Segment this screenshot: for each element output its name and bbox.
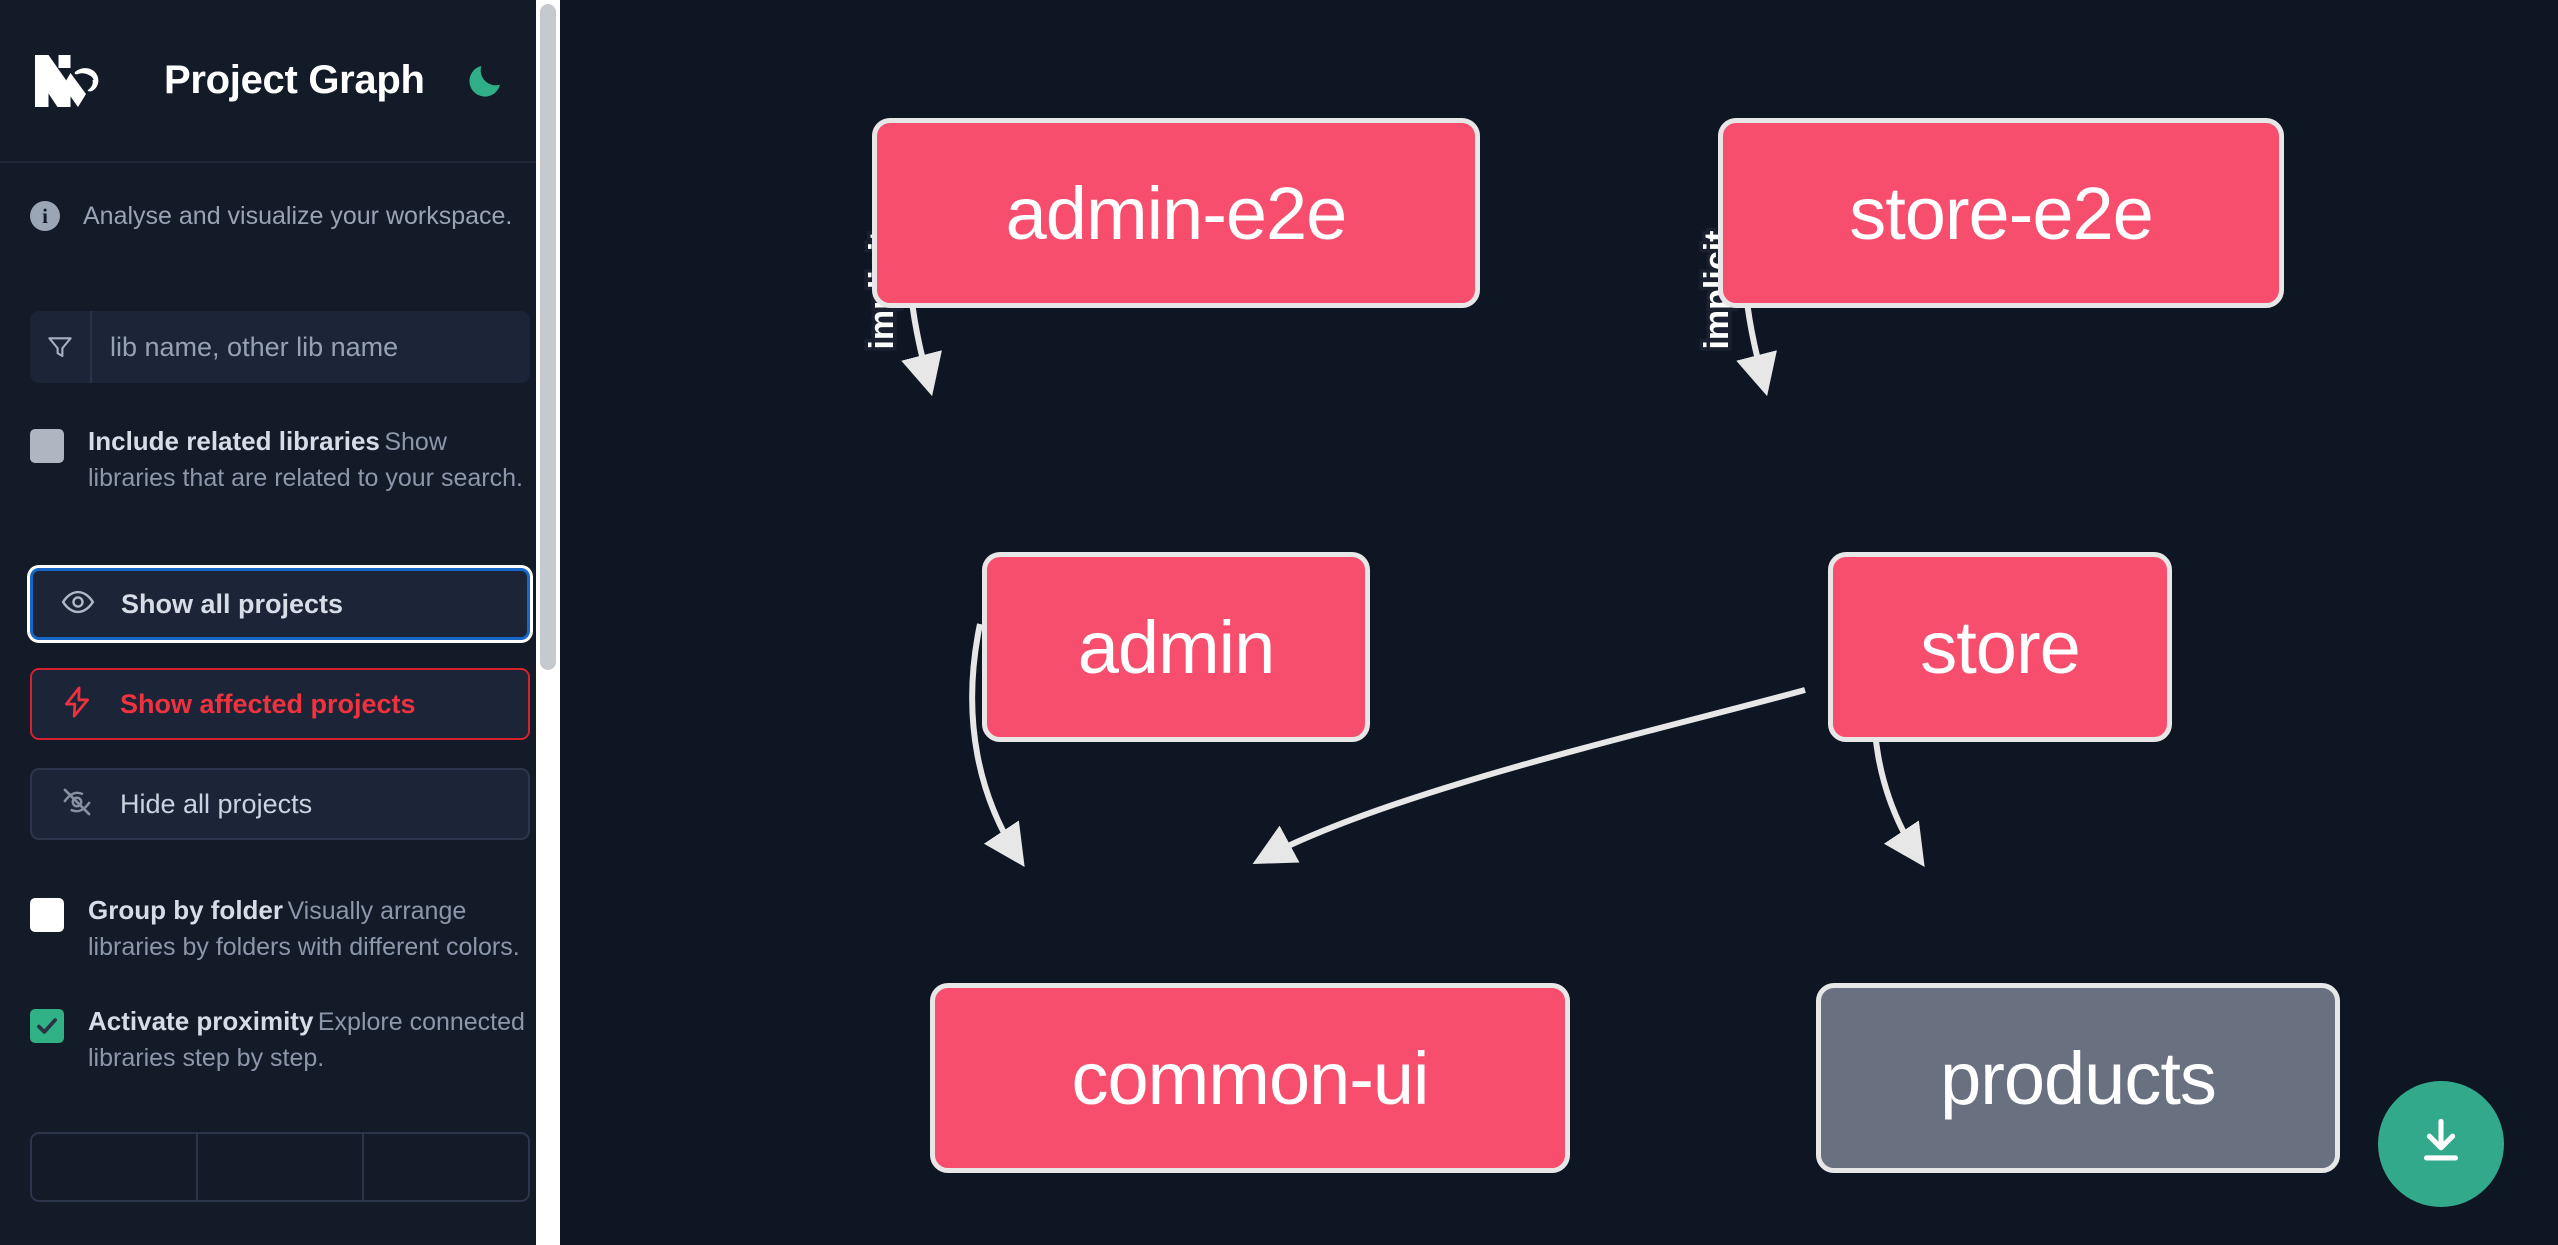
show-affected-projects-label: Show affected projects bbox=[120, 688, 416, 719]
lightning-icon bbox=[60, 685, 94, 724]
graph-node-label: store bbox=[1920, 605, 2081, 689]
checkbox-include-related-libraries[interactable]: Include related libraries Show libraries… bbox=[30, 425, 530, 496]
download-icon bbox=[2412, 1113, 2470, 1176]
segment-2[interactable] bbox=[198, 1134, 364, 1200]
graph-node-label: common-ui bbox=[1071, 1036, 1430, 1120]
graph-node-products[interactable]: products bbox=[1816, 983, 2340, 1173]
graph-node-admin-e2e[interactable]: admin-e2e bbox=[872, 118, 1480, 308]
checkbox-description: Show libraries that are related to your … bbox=[88, 428, 523, 492]
filter-icon bbox=[30, 311, 92, 383]
sidebar-scrollbar[interactable] bbox=[536, 0, 560, 1245]
checkbox-box[interactable] bbox=[30, 1009, 64, 1043]
edge-store-to-common-ui bbox=[1252, 687, 1806, 864]
hide-all-projects-button[interactable]: Hide all projects bbox=[30, 768, 530, 840]
checkbox-group-by-folder[interactable]: Group by folder Visually arrange librari… bbox=[30, 894, 530, 965]
sidebar-header: Project Graph bbox=[0, 0, 560, 163]
checkbox-activate-proximity[interactable]: Activate proximity Explore connected lib… bbox=[30, 1005, 530, 1076]
sidebar-scrollbar-thumb[interactable] bbox=[540, 4, 556, 670]
info-icon: i bbox=[30, 201, 60, 231]
page-title: Project Graph bbox=[164, 58, 425, 102]
checkbox-box[interactable] bbox=[30, 429, 64, 463]
show-affected-projects-button[interactable]: Show affected projects bbox=[30, 668, 530, 740]
checkbox-label: Include related libraries bbox=[88, 426, 380, 456]
graph-node-label: admin-e2e bbox=[1005, 171, 1348, 255]
tagline: i Analyse and visualize your workspace. bbox=[30, 201, 530, 231]
segment-1[interactable] bbox=[32, 1134, 198, 1200]
search-input[interactable] bbox=[92, 311, 530, 383]
graph-node-label: admin bbox=[1077, 605, 1276, 689]
checkbox-box[interactable] bbox=[30, 898, 64, 932]
eye-slash-icon bbox=[60, 785, 94, 824]
show-all-projects-button[interactable]: Show all projects bbox=[30, 568, 530, 640]
checkbox-label: Activate proximity bbox=[88, 1006, 314, 1036]
graph-node-label: products bbox=[1940, 1036, 2217, 1120]
download-image-button[interactable] bbox=[2378, 1081, 2504, 1207]
segment-3[interactable] bbox=[364, 1134, 528, 1200]
graph-node-store-e2e[interactable]: store-e2e bbox=[1718, 118, 2284, 308]
graph-node-label: store-e2e bbox=[1849, 171, 2154, 255]
checkbox-description: Visually arrange libraries by folders wi… bbox=[88, 897, 520, 961]
checkbox-label: Group by folder bbox=[88, 895, 283, 925]
hide-all-projects-label: Hide all projects bbox=[120, 788, 313, 819]
tagline-text: Analyse and visualize your workspace. bbox=[83, 201, 513, 230]
checkbox-description: Explore connected libraries step by step… bbox=[88, 1008, 525, 1072]
graph-node-store[interactable]: store bbox=[1828, 552, 2172, 742]
graph-canvas[interactable]: implicit implicit admin-e2e store-e2e ad… bbox=[560, 0, 2558, 1245]
sidebar-body: i Analyse and visualize your workspace. … bbox=[0, 201, 560, 1202]
nx-logo-icon bbox=[30, 50, 118, 112]
graph-node-common-ui[interactable]: common-ui bbox=[930, 983, 1570, 1173]
show-all-projects-label: Show all projects bbox=[121, 588, 344, 619]
moon-icon[interactable] bbox=[463, 59, 507, 103]
edge-admin-to-common-ui bbox=[969, 623, 1025, 867]
graph-node-admin[interactable]: admin bbox=[982, 552, 1370, 742]
eye-icon bbox=[61, 585, 95, 624]
sidebar: Project Graph i Analyse and visualize yo… bbox=[0, 0, 560, 1245]
search-row[interactable] bbox=[30, 311, 530, 383]
segmented-control[interactable] bbox=[30, 1132, 530, 1202]
